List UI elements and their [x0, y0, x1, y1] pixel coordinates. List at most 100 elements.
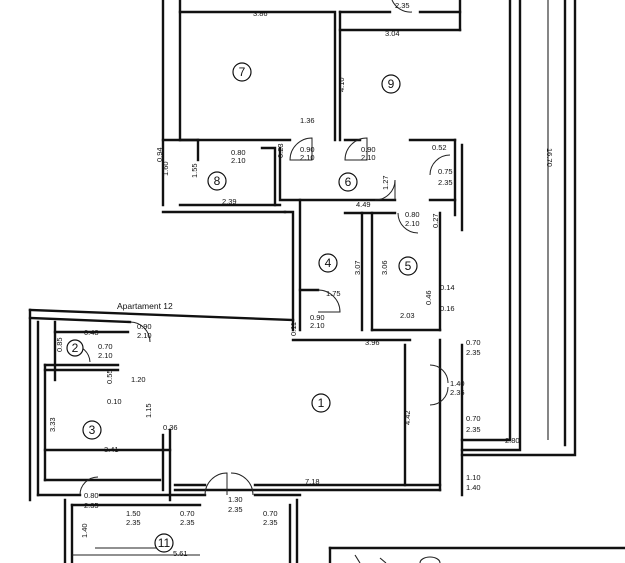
dim-label: 0.23	[276, 143, 285, 158]
dim-label: 2.35	[466, 348, 481, 357]
dim-label: 0.52	[432, 143, 447, 152]
dim-label: 2.10	[405, 219, 420, 228]
dim-label: 4.49	[356, 200, 371, 209]
dim-label: 3.33	[48, 417, 57, 432]
dim-label: 2.10	[310, 321, 325, 330]
dim-label: 3.96	[365, 338, 380, 347]
dim-label: 3.06	[380, 260, 389, 275]
dim-label: 0.48	[84, 328, 99, 337]
dim-label: 7.18	[305, 477, 320, 486]
dim-label: 0.16	[440, 304, 455, 313]
dim-label: 1.27	[381, 175, 390, 190]
dim-label: 2.10	[361, 153, 376, 162]
dim-label: 4.42	[403, 410, 412, 425]
room-5-number: 5	[405, 259, 412, 273]
dim-label: 1.50	[126, 509, 141, 518]
room-3: 3	[82, 420, 102, 440]
dim-label: 1.40	[80, 523, 89, 538]
dim-label: 0.10	[107, 397, 122, 406]
dim-label: 3.07	[353, 260, 362, 275]
lower-walls	[28, 308, 625, 563]
dim-label: 2.35	[126, 518, 141, 527]
dim-label: 16.70	[545, 148, 554, 167]
dim-label: 3.04	[385, 29, 400, 38]
dim-label: 0.11	[289, 322, 298, 336]
dim-label: 5.61	[173, 549, 188, 558]
dim-label: 1.55	[190, 163, 199, 178]
dim-label: 0.70	[466, 338, 481, 347]
outer-frame	[460, 0, 577, 457]
dim-label: 2.35	[84, 501, 99, 510]
dim-label: 1.20	[131, 375, 146, 384]
dim-label: 1.40	[450, 379, 465, 388]
room-9-number: 9	[388, 77, 395, 91]
bottom-right-ticks	[354, 554, 441, 563]
dim-label: 2.35	[228, 505, 243, 514]
room-6: 6	[338, 172, 358, 192]
dim-label: 0.90	[300, 145, 315, 154]
dim-label: 1.40	[466, 483, 481, 492]
dim-label: 0.27	[431, 213, 440, 228]
apartment-label: Apartament 12	[117, 301, 173, 311]
dim-label: 0.94	[155, 147, 164, 162]
dim-label: 2.10	[137, 331, 152, 340]
dim-label: 4.10	[337, 77, 346, 92]
dim-label: 2.10	[231, 156, 246, 165]
dim-label: 2.10	[300, 153, 315, 162]
room-11: 11	[154, 533, 174, 553]
room-6-number: 6	[345, 175, 352, 189]
room-8-number: 8	[214, 174, 221, 188]
room-1-number: 1	[318, 396, 325, 410]
dim-label: 2.35	[180, 518, 195, 527]
dim-label: 0.70	[263, 509, 278, 518]
room-2: 2	[66, 339, 84, 357]
dim-label: 0.75	[438, 167, 453, 176]
dim-label: 1.36	[300, 116, 315, 125]
door-swings	[71, 0, 451, 496]
dimension-labels: 3.86 2.35 3.04 4.10 1.36 0.52 16.70 0.90…	[48, 1, 554, 558]
room-3-number: 3	[89, 423, 96, 437]
dim-label: 0.90	[361, 145, 376, 154]
dim-label: 0.85	[55, 337, 64, 352]
upper-rooms-walls	[161, 0, 464, 232]
room-5: 5	[398, 256, 418, 276]
dim-label: 0.80	[231, 148, 246, 157]
dim-label: 0.90	[310, 313, 325, 322]
dim-label: 2.35	[466, 425, 481, 434]
dim-label: 1.60	[161, 161, 170, 176]
dim-label: 1.30	[228, 495, 243, 504]
room-1: 1	[311, 393, 331, 413]
room-2-number: 2	[72, 341, 79, 355]
dim-label: 2.35	[438, 178, 453, 187]
dim-label: 0.70	[180, 509, 195, 518]
room-7-number: 7	[239, 65, 246, 79]
dim-label: 1.75	[326, 289, 341, 298]
dim-label: 0.90	[137, 322, 152, 331]
dim-label: 1.15	[144, 403, 153, 418]
dim-label: 3.86	[253, 9, 268, 18]
dim-label: 0.36	[163, 423, 178, 432]
room-8: 8	[207, 171, 227, 191]
dim-label: 2.35	[450, 388, 465, 397]
room-9: 9	[381, 74, 401, 94]
dim-label: 0.55	[105, 369, 114, 384]
dim-label: 2.35	[263, 518, 278, 527]
dim-label: 2.03	[400, 311, 415, 320]
dim-label: 0.70	[466, 414, 481, 423]
dim-label: 2.80	[505, 436, 520, 445]
room-4-number: 4	[325, 256, 332, 270]
room-11-number: 11	[158, 536, 171, 550]
dim-label: 1.10	[466, 473, 481, 482]
dim-label: 2.35	[395, 1, 410, 10]
dim-label: 0.46	[424, 290, 433, 305]
dim-label: 0.80	[405, 210, 420, 219]
dim-label: 3.41	[104, 445, 119, 454]
dim-label: 2.10	[98, 351, 113, 360]
room-4: 4	[318, 253, 338, 273]
dim-label: 2.39	[222, 197, 237, 206]
dim-label: 0.80	[84, 491, 99, 500]
dim-label: 0.70	[98, 342, 113, 351]
dim-label: 0.14	[440, 283, 455, 292]
middle-walls	[161, 138, 457, 332]
